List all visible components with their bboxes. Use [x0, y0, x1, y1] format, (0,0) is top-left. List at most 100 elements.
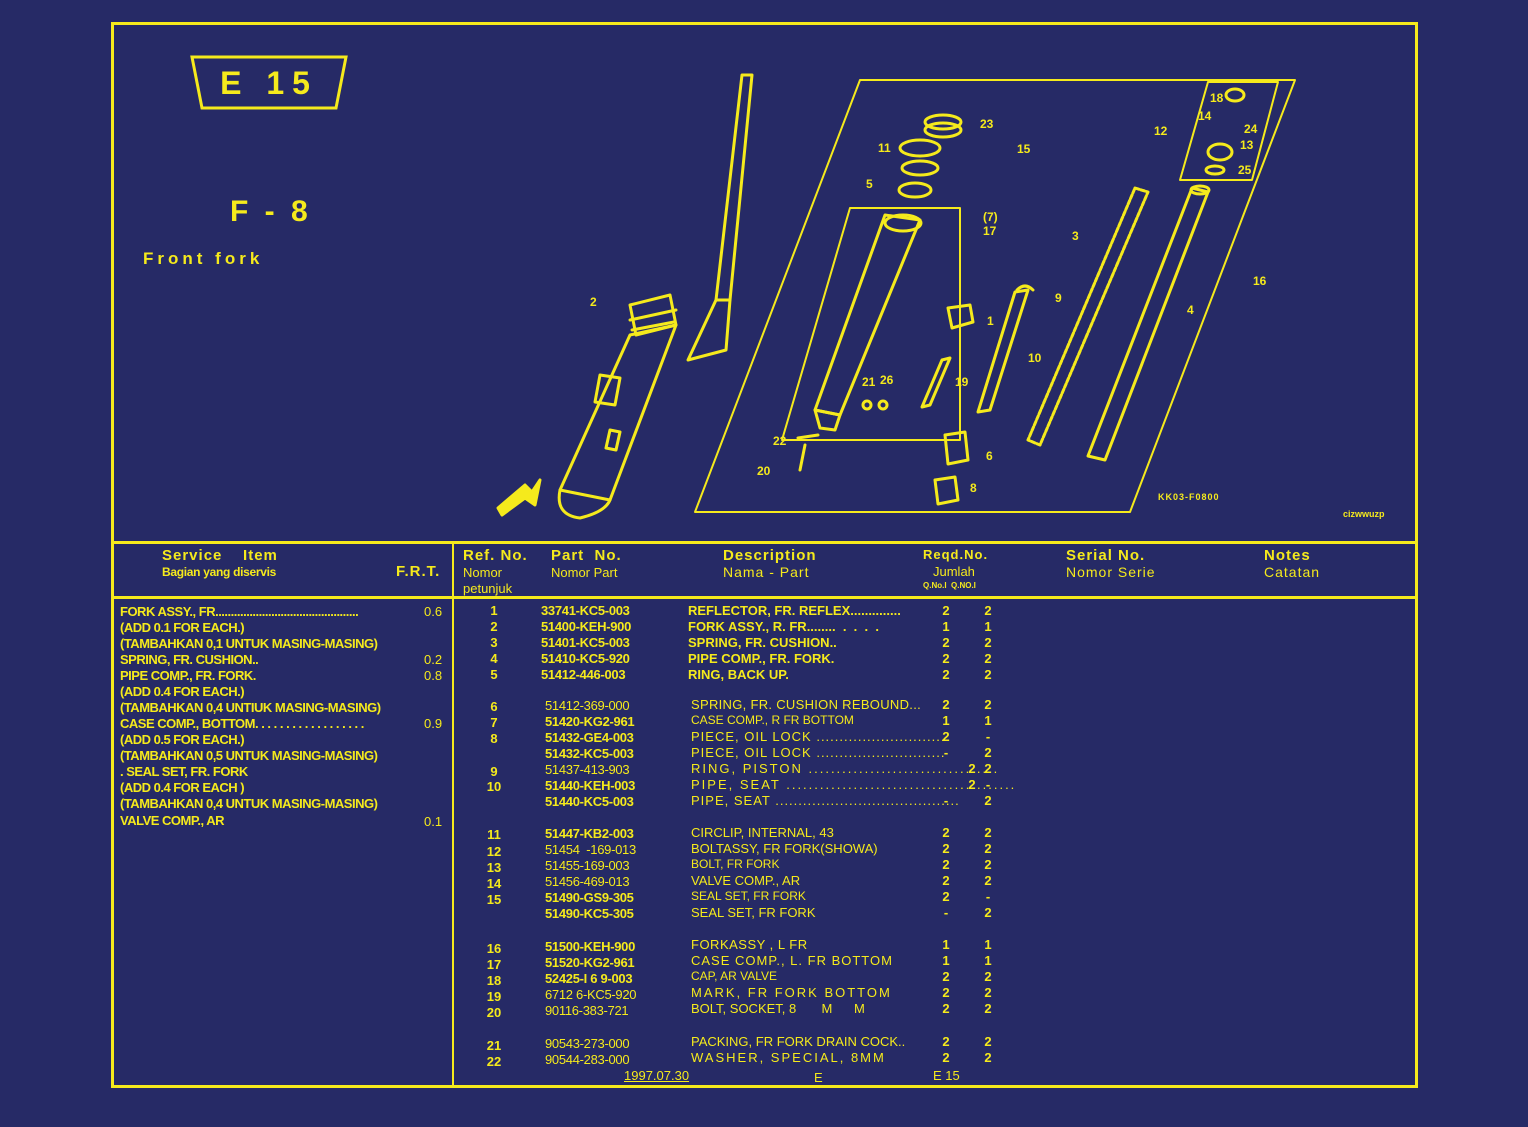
- part-no-cell: 51440-KEH-003: [545, 778, 636, 793]
- table-header-rule: [111, 596, 1418, 599]
- svg-text:23: 23: [980, 117, 994, 131]
- table-top-rule: [111, 541, 1418, 544]
- service-item-line: CASE COMP., BOTTOM. . . . . . . . . . . …: [120, 716, 364, 731]
- qty-cell-2: 1: [984, 619, 992, 634]
- svg-text:1: 1: [987, 314, 994, 328]
- cushion-spring-drawing: [1026, 186, 1150, 447]
- svg-text:19: 19: [955, 375, 969, 389]
- ref-no-cell: 6: [490, 699, 498, 714]
- svg-text:22: 22: [773, 434, 787, 448]
- ref-no-cell: 11: [487, 827, 501, 842]
- svg-text:24: 24: [1244, 122, 1258, 136]
- ref-no-cell: 12: [486, 844, 502, 859]
- frt-value: 0.6: [424, 604, 443, 619]
- svg-text:17: 17: [983, 224, 997, 238]
- qty-cell-1: 2: [942, 825, 950, 840]
- description-cell: BOLT, FR FORK: [691, 857, 780, 871]
- description-cell: PIPE, SEAT .............................…: [691, 793, 960, 808]
- service-item-line: (TAMBAHKAN 0,5 UNTUK MASING-MASING): [120, 748, 378, 763]
- part-no-cell: 51440-KC5-003: [545, 794, 634, 809]
- qty-cell-1: 2: [968, 777, 976, 792]
- reqd-no-columns: Q.No.I Q.NO.I: [923, 581, 976, 590]
- ref-no-cell: 19: [486, 989, 502, 1004]
- service-item-line: VALVE COMP., AR: [120, 813, 224, 828]
- ref-no-cell: 14: [486, 876, 502, 891]
- description-cell: PACKING, FR FORK DRAIN COCK..: [691, 1034, 906, 1049]
- qty-cell-1: 2: [968, 761, 976, 776]
- frt-header: F.R.T.: [396, 563, 441, 580]
- service-item-subheader: Bagian yang diservis: [162, 565, 277, 579]
- part-no-cell: 33741-KC5-003: [541, 603, 630, 618]
- ref-no-cell: 13: [486, 860, 502, 875]
- qty-cell-2: 2: [984, 825, 992, 840]
- frt-value: 0.8: [424, 668, 443, 683]
- ref-no-cell: 17: [486, 957, 502, 972]
- description-cell: VALVE COMP., AR: [691, 873, 801, 888]
- part-no-cell: 51500-KEH-900: [545, 939, 636, 954]
- qty-cell-2: 2: [984, 841, 992, 856]
- bottom-case-inset-frame: [781, 207, 961, 441]
- svg-text:14: 14: [1198, 109, 1212, 123]
- ref-no-cell: 8: [490, 731, 498, 746]
- svg-text:25: 25: [1238, 163, 1252, 177]
- service-item-header: Service Item: [162, 547, 278, 564]
- qty-cell-2: 2: [984, 635, 992, 650]
- part-no-cell: 51412-369-000: [545, 698, 630, 713]
- qty-cell-1: 2: [942, 697, 950, 712]
- part-no-cell: 90543-273-000: [545, 1036, 630, 1051]
- qty-cell-2: 2: [984, 697, 992, 712]
- description-cell: CIRCLIP, INTERNAL, 43: [691, 825, 834, 840]
- svg-text:10: 10: [1028, 351, 1042, 365]
- ref-no-cell: 10: [486, 779, 502, 794]
- qty-cell-2: 2: [984, 745, 992, 760]
- description-cell: REFLECTOR, FR. REFLEX..............: [688, 603, 901, 618]
- part-no-cell: 51412-446-003: [541, 667, 626, 682]
- service-item-line: FORK ASSY., FR..........................…: [120, 604, 359, 619]
- reqd-no-header: Reqd.No.: [923, 547, 989, 562]
- svg-text:8: 8: [970, 481, 977, 495]
- qty-cell-2: 2: [984, 969, 992, 984]
- qty-cell-2: 2: [984, 1050, 992, 1065]
- part-no-cell: 51447-KB2-003: [545, 826, 634, 841]
- print-date: 1997.07.30: [624, 1068, 690, 1083]
- reqd-no-subheader: Jumlah: [933, 564, 975, 579]
- part-no-cell: 52425-I 6 9-003: [545, 971, 633, 986]
- ref-no-cell: 1: [490, 603, 498, 618]
- exploded-view-frame: [694, 79, 1296, 513]
- qty-cell-1: 1: [942, 937, 950, 952]
- description-cell: MARK, FR FORK BOTTOM: [691, 985, 892, 1000]
- qty-cell-2: 2: [984, 857, 992, 872]
- svg-text:13: 13: [1240, 138, 1254, 152]
- qty-cell-1: 2: [942, 841, 950, 856]
- description-cell: FORK ASSY., R. FR........ . . . .: [688, 619, 879, 634]
- service-item-line: (ADD 0.5 FOR EACH.): [120, 732, 245, 747]
- description-cell: SPRING, FR. CUSHION REBOUND...: [691, 697, 922, 712]
- qty-cell-1: 2: [942, 969, 950, 984]
- qty-cell-2: -: [985, 777, 991, 792]
- qty-cell-2: 2: [984, 603, 992, 618]
- description-cell: SEAL SET, FR FORK: [691, 905, 816, 920]
- qty-cell-1: 2: [942, 1034, 950, 1049]
- ref-no-cell: 2: [490, 619, 498, 634]
- ref-no-cell: 7: [490, 715, 498, 730]
- qty-cell-1: -: [943, 793, 949, 808]
- description-cell: BOLT, SOCKET, 8 M M: [691, 1001, 865, 1016]
- service-item-line: PIPE COMP., FR. FORK.: [120, 668, 256, 683]
- qty-cell-2: 2: [984, 905, 992, 920]
- service-item-line: (TAMBAHKAN 0,4 UNTIUK MASING-MASING): [120, 700, 381, 715]
- qty-cell-1: 2: [942, 985, 950, 1000]
- svg-text:2: 2: [590, 295, 597, 309]
- part-no-cell: 51401-KC5-003: [541, 635, 630, 650]
- service-item-line: (TAMBAHKAN 0,4 UNTUK MASING-MASING): [120, 796, 378, 811]
- qty-cell-1: -: [943, 905, 949, 920]
- part-no-cell: 90544-283-000: [545, 1052, 630, 1067]
- service-item-line: (ADD 0.4 FOR EACH.): [120, 684, 245, 699]
- qty-cell-1: 1: [942, 619, 950, 634]
- part-no-cell: 51437-413-903: [545, 762, 630, 777]
- ref-no-subheader-2: petunjuk: [463, 581, 513, 596]
- frt-value: 0.9: [424, 716, 443, 731]
- service-item-line: (ADD 0.4 FOR EACH ): [120, 780, 245, 795]
- service-item-line: . SEAL SET, FR. FORK: [120, 764, 248, 779]
- qty-cell-1: 2: [942, 667, 950, 682]
- qty-cell-2: 2: [984, 793, 992, 808]
